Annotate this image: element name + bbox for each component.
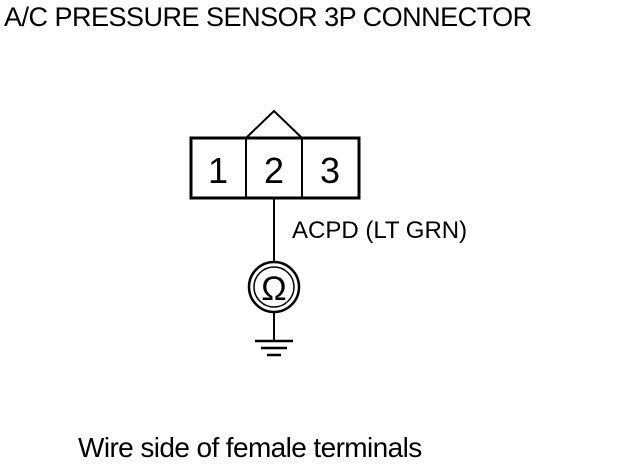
ohmmeter-icon: Ω (247, 260, 301, 314)
pin-2-label: 2 (264, 150, 284, 191)
wire-label: ACPD (LT GRN) (292, 217, 467, 244)
diagram-title: A/C PRESSURE SENSOR 3P CONNECTOR (4, 2, 532, 32)
connector-lock-tab (245, 109, 303, 139)
connector-body (189, 136, 361, 200)
pin-1-label: 1 (208, 150, 228, 191)
ohm-symbol: Ω (261, 270, 286, 308)
pin-3-label: 3 (320, 150, 340, 191)
diagram-caption: Wire side of female terminals (78, 432, 422, 463)
ground-icon (255, 339, 293, 357)
